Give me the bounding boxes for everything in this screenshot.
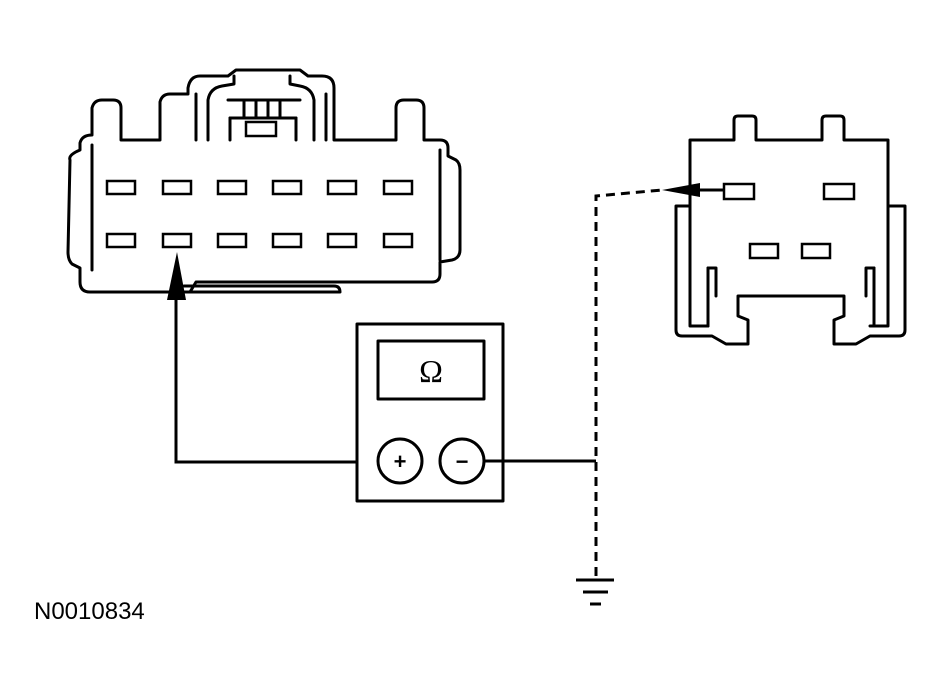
pin-b2 — [161, 232, 193, 249]
pin-a5 — [326, 179, 358, 196]
pin-a1 — [105, 179, 137, 196]
pin-b6 — [382, 232, 414, 249]
pin-b5 — [326, 232, 358, 249]
ground-icon — [576, 578, 614, 606]
pin-b3 — [216, 232, 248, 249]
component-connector — [674, 114, 907, 346]
harness-connector-12-pin — [66, 68, 462, 294]
positive-terminal-label: + — [394, 449, 407, 474]
figure-id: N0010834 — [34, 598, 145, 625]
meter-display — [376, 339, 486, 401]
pin-b1 — [105, 232, 137, 249]
terminal-1 — [722, 182, 756, 201]
terminal-3 — [748, 242, 780, 260]
terminal-2 — [822, 182, 856, 201]
positive-terminal — [376, 437, 424, 485]
pin-a4 — [271, 179, 303, 196]
positive-probe — [167, 252, 378, 464]
ohm-symbol: Ω — [419, 353, 443, 389]
pin-a6 — [382, 179, 414, 196]
pin-a2 — [161, 179, 193, 196]
pin-a3 — [216, 179, 248, 196]
pin-b4 — [271, 232, 303, 249]
terminal-4 — [800, 242, 832, 260]
ohmmeter: Ω + − — [355, 322, 505, 503]
negative-terminal-label: − — [456, 449, 469, 474]
negative-probe-tip — [662, 183, 724, 197]
ground-jumper-dashed — [594, 188, 663, 576]
